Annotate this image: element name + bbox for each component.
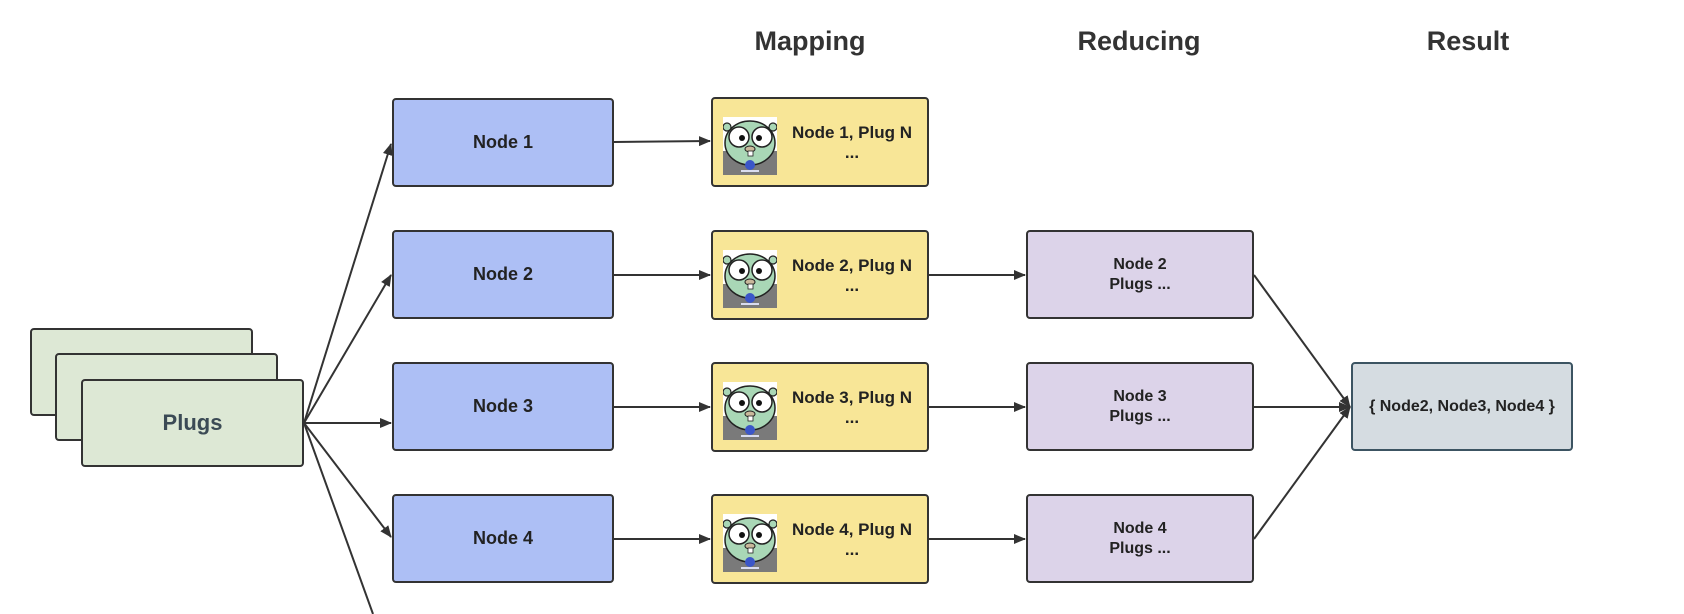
mapper-1-text: Node 1, Plug N ... [785,123,919,163]
mapper-3: Node 3, Plug N ... [711,362,929,452]
reducer-node-3: Node 3 Plugs ... [1026,362,1254,451]
plugs-card: Plugs [81,379,304,467]
gopher-mascot-icon [723,117,777,175]
mapper-1: Node 1, Plug N ... [711,97,929,187]
reducer-node-2-line1: Node 2 [1113,255,1167,273]
reducer-node-4: Node 4 Plugs ... [1026,494,1254,583]
plugs-label: Plugs [162,410,223,435]
mapper-3-line1: Node 3, Plug N [792,388,912,407]
result-box: { Node2, Node3, Node4 } [1351,362,1573,451]
mapper-2: Node 2, Plug N ... [711,230,929,320]
node-1: Node 1 [392,98,614,187]
mapper-4-text: Node 4, Plug N ... [785,520,919,560]
gopher-mascot-icon [723,382,777,440]
mapper-2-line1: Node 2, Plug N [792,256,912,275]
mapper-4-line2: ... [844,540,860,559]
mapper-4: Node 4, Plug N ... [711,494,929,584]
result-heading: Result [1426,26,1510,56]
edge-plugs-node1 [303,143,393,424]
gopher-mascot-icon [723,250,777,308]
node-3-label: Node 3 [472,396,533,416]
mapping-heading: Mapping [754,26,866,56]
reducer-node-3-line1: Node 3 [1113,387,1167,405]
edge-plugs-node2 [303,274,392,424]
mapper-2-text: Node 2, Plug N ... [785,256,919,296]
mapper-1-line1: Node 1, Plug N [792,123,912,142]
mapper-3-text: Node 3, Plug N ... [785,388,919,428]
edge-node1-map1 [613,136,711,147]
edge-plugs-offscreen [303,422,374,614]
mapper-1-line2: ... [844,143,860,162]
mapper-3-line2: ... [844,408,860,427]
node-2-label: Node 2 [472,264,533,284]
reducer-node-2-line2: Plugs ... [1109,275,1171,293]
reducer-node-4-line2: Plugs ... [1109,539,1171,557]
node-3: Node 3 [392,362,614,451]
edge-reduce2-result [1253,274,1351,408]
gopher-mascot-icon [723,514,777,572]
node-2: Node 2 [392,230,614,319]
mapper-4-line1: Node 4, Plug N [792,520,912,539]
edge-reduce4-result [1253,406,1351,540]
reducer-node-3-line2: Plugs ... [1109,407,1171,425]
result-label: { Node2, Node3, Node4 } [1369,397,1555,415]
node-4: Node 4 [392,494,614,583]
edge-plugs-node4 [303,422,392,538]
reducing-heading: Reducing [1077,26,1201,56]
node-4-label: Node 4 [472,528,533,548]
node-1-label: Node 1 [472,132,533,152]
mapper-2-line2: ... [844,276,860,295]
reducer-node-2: Node 2 Plugs ... [1026,230,1254,319]
reducer-node-4-line1: Node 4 [1113,519,1167,537]
